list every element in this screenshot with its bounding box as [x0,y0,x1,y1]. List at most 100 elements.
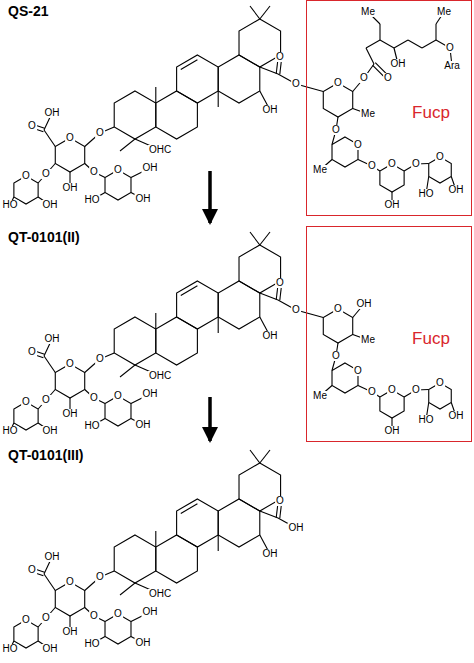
atom-label: Ara [443,61,461,71]
atom-label: O [367,387,377,397]
bond-line [44,130,55,147]
atom-label: OH [384,200,401,210]
atom-label: OH [448,411,465,421]
bond-line [155,87,156,103]
compound-name: QS-21 [8,4,48,19]
atom-label: OH [42,200,59,210]
atom-label: O [275,52,285,62]
atom-label: O [387,159,397,169]
atom-label: Me [436,7,452,17]
atom-label: O [65,133,75,143]
atom-label: OH [142,389,159,399]
atom-label: O [41,613,51,623]
compound-name: QT-0101(III) [8,448,83,463]
ring-bond [177,55,219,103]
bond-line [260,450,270,463]
atom-label: Me [360,109,376,119]
bond-line [155,313,156,329]
bond-line [218,91,219,107]
atom-label: OH [262,549,279,559]
atom-label: OH [44,334,61,344]
atom-label: O [95,128,105,138]
atom-label: O [275,278,285,288]
atom-label: O [65,577,75,587]
ring-bond [156,91,198,139]
atom-label: OH [135,194,152,204]
reaction-arrow [208,397,212,441]
ring-bond [323,309,352,343]
bond-line [155,531,156,547]
ring-bond [177,499,219,547]
bond-line [181,60,198,70]
bond-line [181,286,198,296]
atom-label: O [89,611,99,621]
atom-label: HO [2,200,19,210]
ring-bond [218,55,260,103]
atom-label: O [27,347,37,357]
ring-bond [177,281,219,329]
atom-label: O [21,171,31,181]
atom-label: OH [384,426,401,436]
atom-label: O [27,565,37,575]
atom-label: OH [142,607,159,617]
bond-line [120,583,135,595]
atom-label: O [27,121,37,131]
atom-label: OH [262,331,279,341]
bond-line [260,511,278,518]
atom-label: O [21,615,31,625]
bond-line [435,24,436,40]
atom-label: HO [2,644,19,654]
bond-line [250,450,260,463]
bond-line [379,24,380,40]
residue-label: Fucp [412,330,450,349]
atom-label: Me [360,335,376,345]
atom-label: O [445,43,455,53]
residue-label: Fucp [412,104,450,123]
ring-bond [55,364,84,398]
atom-label: HO [84,421,101,431]
atom-label: O [113,165,123,175]
atom-label: O [113,609,123,619]
bond-line [120,365,135,377]
bond-line [260,67,278,74]
atom-label: OHC [148,145,172,155]
bond-line [218,535,219,551]
atom-label: HO [84,639,101,649]
atom-label: OH [62,183,79,193]
atom-label: O [89,393,99,403]
atom-label: O [353,366,363,376]
atom-label: OH [448,185,465,195]
atom-label: O [333,78,343,88]
atom-label: OH [42,644,59,654]
atom-label: OH [62,627,79,637]
atom-label: OH [262,105,279,115]
highlight-box: Fucp [306,0,472,216]
atom-label: OH [356,299,373,309]
atom-label: Me [312,165,328,175]
atom-label: OH [62,409,79,419]
atom-label: O [113,391,123,401]
ring-bond [156,317,198,365]
atom-label: O [65,359,75,369]
ring-bond [323,83,352,117]
bond-line [394,40,408,48]
bond-line [44,356,55,373]
compound-name: QT-0101(II) [8,230,80,245]
atom-label: HO [2,426,19,436]
atom-label: O [411,385,421,395]
atom-label: Me [360,7,376,17]
atom-label: O [331,125,341,135]
bond-line [422,40,436,48]
atom-label: OH [288,523,305,533]
atom-label: HO [418,189,435,199]
ring-bond [114,535,156,583]
atom-label: O [411,159,421,169]
atom-label: O [21,397,31,407]
ring-bond [55,582,84,616]
bond-line [250,232,260,245]
atom-label: O [41,169,51,179]
atom-label: O [367,161,377,171]
bond-line [366,48,374,64]
